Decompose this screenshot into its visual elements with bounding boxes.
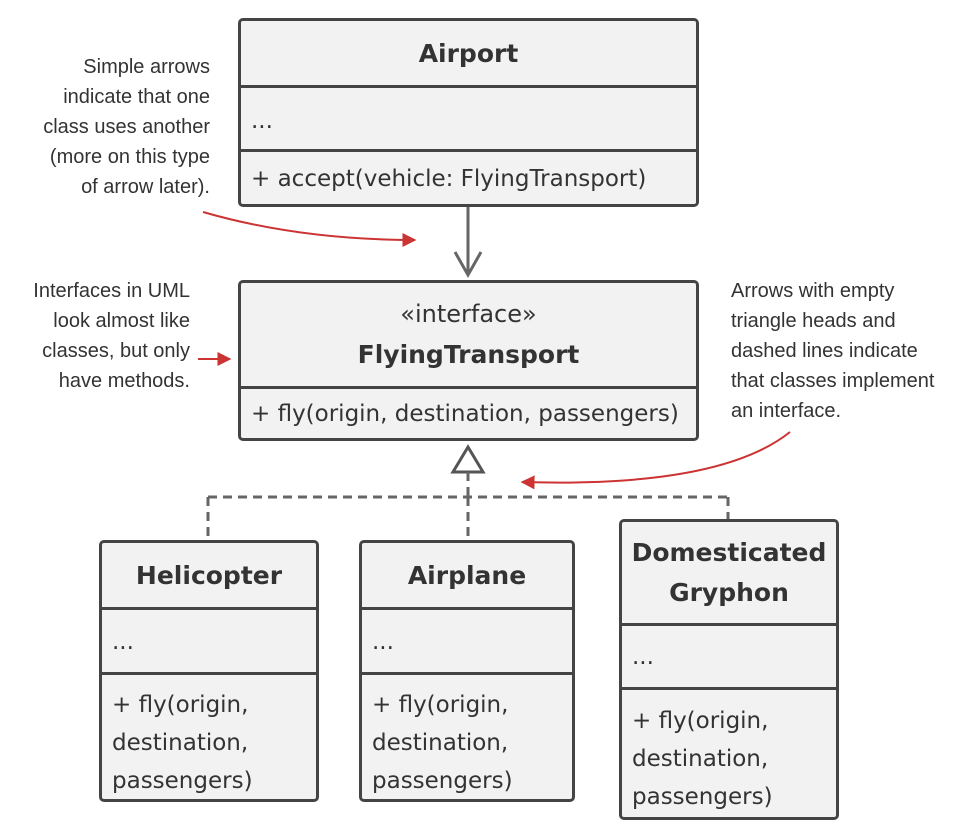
class-gryphon-fields-text: ... [632,644,654,670]
class-airplane-methods: + fly(origin, destination, passengers) [362,672,572,799]
note-interfaces: Interfaces in UML look almost like class… [33,280,190,392]
class-airport-title: Airport [241,21,696,85]
class-airplane-method-text: + fly(origin, destination, passengers) [372,692,513,794]
class-helicopter-title: Helicopter [102,543,316,607]
class-helicopter-fields-text: ... [112,629,134,655]
interface-flying-transport-methods: + fly(origin, destination, passengers) [241,386,696,438]
class-airport-method-text: + accept(vehicle: FlyingTransport) [251,166,647,192]
class-helicopter-methods: + fly(origin, destination, passengers) [102,672,316,799]
class-airplane-fields-text: ... [372,629,394,655]
interface-flying-transport-name: FlyingTransport [357,340,580,369]
class-airport-fields: ... [241,85,696,149]
interface-flying-transport-method-text: + fly(origin, destination, passengers) [251,401,679,427]
class-gryphon-method-text: + fly(origin, destination, passengers) [632,708,773,810]
class-airplane: Airplane ... + fly(origin, destination, … [359,540,575,802]
class-airport-methods: + accept(vehicle: FlyingTransport) [241,149,696,204]
class-airport-name: Airport [418,38,519,68]
class-helicopter-name: Helicopter [135,560,283,590]
class-airplane-name: Airplane [407,560,527,590]
note-uses-arrow: Simple arrows indicate that one class us… [43,56,210,198]
class-helicopter-method-text: + fly(origin, destination, passengers) [112,692,253,794]
class-airport-fields-text: ... [251,108,273,134]
class-helicopter: Helicopter ... + fly(origin, destination… [99,540,319,802]
interface-stereotype: «interface» [400,300,537,328]
class-airplane-title: Airplane [362,543,572,607]
class-helicopter-fields: ... [102,607,316,672]
class-airplane-fields: ... [362,607,572,672]
class-gryphon-title: Domesticated Gryphon [622,522,836,623]
note-implements-arrow: Arrows with empty triangle heads and das… [731,280,935,422]
class-gryphon-methods: + fly(origin, destination, passengers) [622,687,836,817]
interface-flying-transport-title: «interface» FlyingTransport [241,283,696,386]
interface-flying-transport: «interface» FlyingTransport + fly(origin… [238,280,699,441]
class-airport: Airport ... + accept(vehicle: FlyingTran… [238,18,699,207]
annotation-arrow-implements [520,431,791,490]
class-gryphon-name: Domesticated Gryphon [631,537,827,607]
class-domesticated-gryphon: Domesticated Gryphon ... + fly(origin, d… [619,519,839,820]
annotation-arrow-uses [202,211,417,247]
uses-arrow-head [453,251,483,279]
realization-triangle [450,444,486,474]
class-gryphon-fields: ... [622,623,836,687]
